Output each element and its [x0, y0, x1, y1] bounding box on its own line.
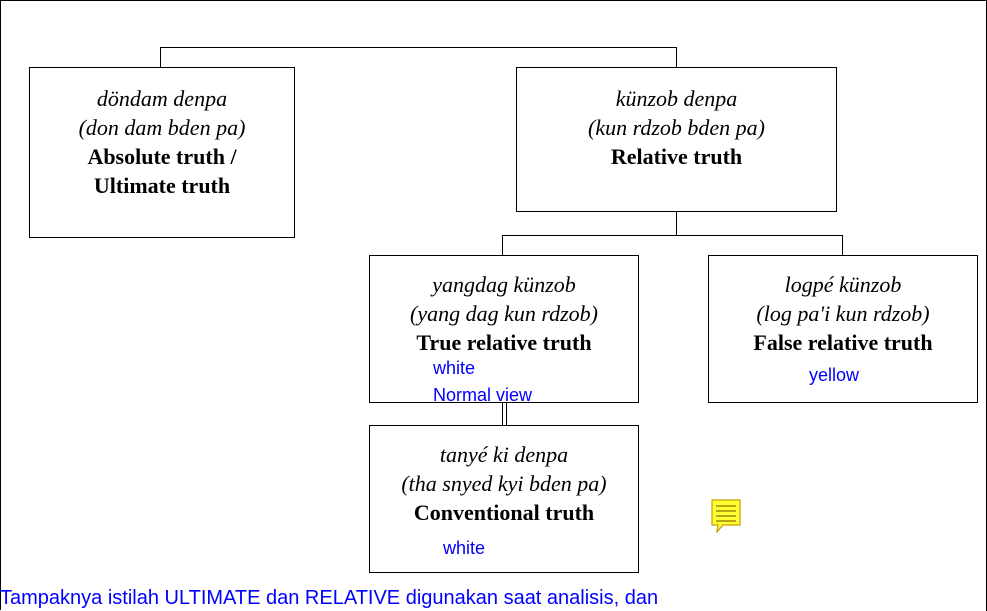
absolute-tibetan: döndam denpa [96, 86, 228, 111]
conventional-tibetan: tanyé ki denpa [439, 442, 569, 467]
relative-truth-box: künzob denpa (kun rdzob bden pa) Relativ… [516, 67, 837, 212]
relative-english: Relative truth [610, 144, 743, 169]
true-relative-tibetan: yangdag künzob [432, 272, 576, 297]
true-relative-note-white: white [433, 358, 476, 378]
connector-top-left-drop [160, 47, 161, 68]
false-relative-tibetan: logpé künzob [784, 272, 902, 297]
false-relative-wylie: (log pa'i kun rdzob) [756, 301, 930, 326]
true-relative-wylie: (yang dag kun rdzob) [410, 301, 598, 326]
comment-icon[interactable] [711, 499, 741, 538]
connector-mid-left-drop [502, 235, 503, 256]
absolute-english-line1: Absolute truth / [87, 144, 237, 169]
false-relative-note-yellow: yellow [809, 365, 860, 385]
conventional-truth-box: tanyé ki denpa (tha snyed kyi bden pa) C… [369, 425, 639, 573]
true-relative-note-normal-view: Normal view [433, 385, 533, 405]
false-relative-truth-box: logpé künzob (log pa'i kun rdzob) False … [708, 255, 978, 403]
false-relative-english: False relative truth [753, 330, 933, 355]
connector-double-right [506, 403, 507, 426]
conventional-note-white: white [443, 538, 486, 558]
relative-wylie: (kun rdzob bden pa) [588, 115, 765, 140]
true-relative-english: True relative truth [416, 330, 592, 355]
connector-mid-horizontal [502, 235, 843, 236]
absolute-truth-box: döndam denpa (don dam bden pa) Absolute … [29, 67, 295, 238]
absolute-wylie: (don dam bden pa) [78, 115, 246, 140]
connector-top-right-drop [676, 47, 677, 68]
connector-top-horizontal [160, 47, 677, 48]
absolute-english-line2: Ultimate truth [93, 173, 231, 198]
connector-double-left [502, 403, 503, 426]
annotation-text: Tampaknya istilah ULTIMATE dan RELATIVE … [0, 587, 659, 609]
connector-mid-right-drop [842, 235, 843, 256]
relative-tibetan: künzob denpa [615, 86, 738, 111]
conventional-english: Conventional truth [413, 500, 595, 525]
conventional-wylie: (tha snyed kyi bden pa) [401, 471, 607, 496]
true-relative-truth-box: yangdag künzob (yang dag kun rdzob) True… [369, 255, 639, 403]
connector-relative-stem [676, 211, 677, 236]
